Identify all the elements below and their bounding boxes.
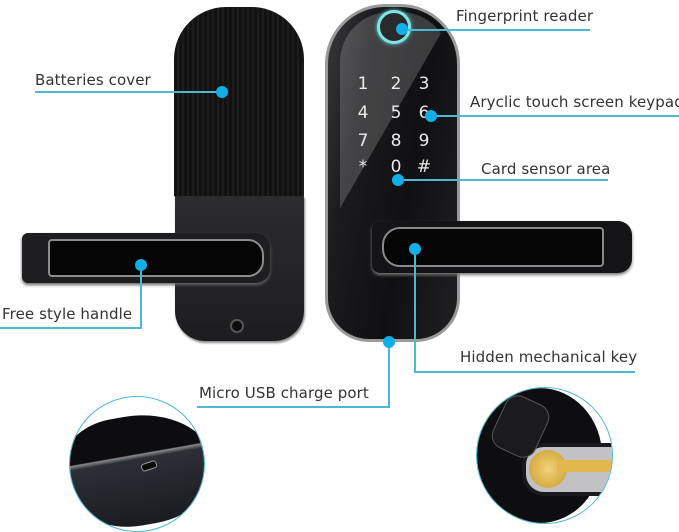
callout-dot-icon bbox=[396, 23, 408, 35]
callout-fingerprint-reader: Fingerprint reader bbox=[456, 7, 594, 25]
leader-line bbox=[400, 29, 590, 31]
callout-touch-keypad: Aryclic touch screen keypad bbox=[470, 93, 679, 111]
interior-handle-inlay bbox=[48, 239, 264, 277]
exterior-lock-body bbox=[325, 4, 460, 342]
leader-line bbox=[400, 179, 608, 181]
lock-base-closeup bbox=[70, 402, 204, 531]
callout-dot-icon bbox=[216, 86, 228, 98]
callout-dot-icon bbox=[392, 174, 404, 186]
key-hash: # bbox=[416, 157, 432, 177]
key-2: 2 bbox=[390, 74, 402, 94]
callout-dot-icon bbox=[409, 243, 421, 255]
leader-line bbox=[35, 91, 221, 93]
callout-micro-usb: Micro USB charge port bbox=[199, 384, 369, 402]
leader-line bbox=[388, 341, 390, 408]
batteries-cover bbox=[174, 7, 304, 197]
callout-dot-icon bbox=[425, 110, 437, 122]
leader-line bbox=[414, 371, 635, 373]
key-8: 8 bbox=[390, 131, 402, 151]
callout-card-sensor: Card sensor area bbox=[481, 160, 611, 178]
key-1: 1 bbox=[357, 74, 369, 94]
key-0: 0 bbox=[390, 157, 402, 177]
callout-dot-icon bbox=[383, 336, 395, 348]
key-star: * bbox=[358, 157, 368, 177]
leader-line bbox=[0, 327, 142, 329]
leader-line bbox=[140, 264, 142, 329]
callout-free-style-handle: Free style handle bbox=[2, 305, 133, 323]
inset-mechanical-key-closeup bbox=[476, 387, 613, 524]
key-7: 7 bbox=[357, 131, 369, 151]
key-5: 5 bbox=[390, 103, 402, 123]
callout-dot-icon bbox=[135, 259, 147, 271]
leader-line bbox=[430, 115, 679, 117]
key-9: 9 bbox=[418, 131, 430, 151]
callout-hidden-key: Hidden mechanical key bbox=[460, 348, 638, 366]
callout-batteries-cover: Batteries cover bbox=[35, 71, 151, 89]
fingerprint-sensor-icon bbox=[377, 10, 411, 44]
leader-line bbox=[414, 247, 416, 373]
key-4: 4 bbox=[357, 103, 369, 123]
key-6: 6 bbox=[418, 103, 430, 123]
inset-micro-usb-closeup bbox=[69, 396, 205, 532]
key-3: 3 bbox=[418, 74, 430, 94]
reset-hole-icon bbox=[230, 319, 244, 333]
leader-line bbox=[197, 406, 390, 408]
key-bar bbox=[557, 460, 612, 472]
